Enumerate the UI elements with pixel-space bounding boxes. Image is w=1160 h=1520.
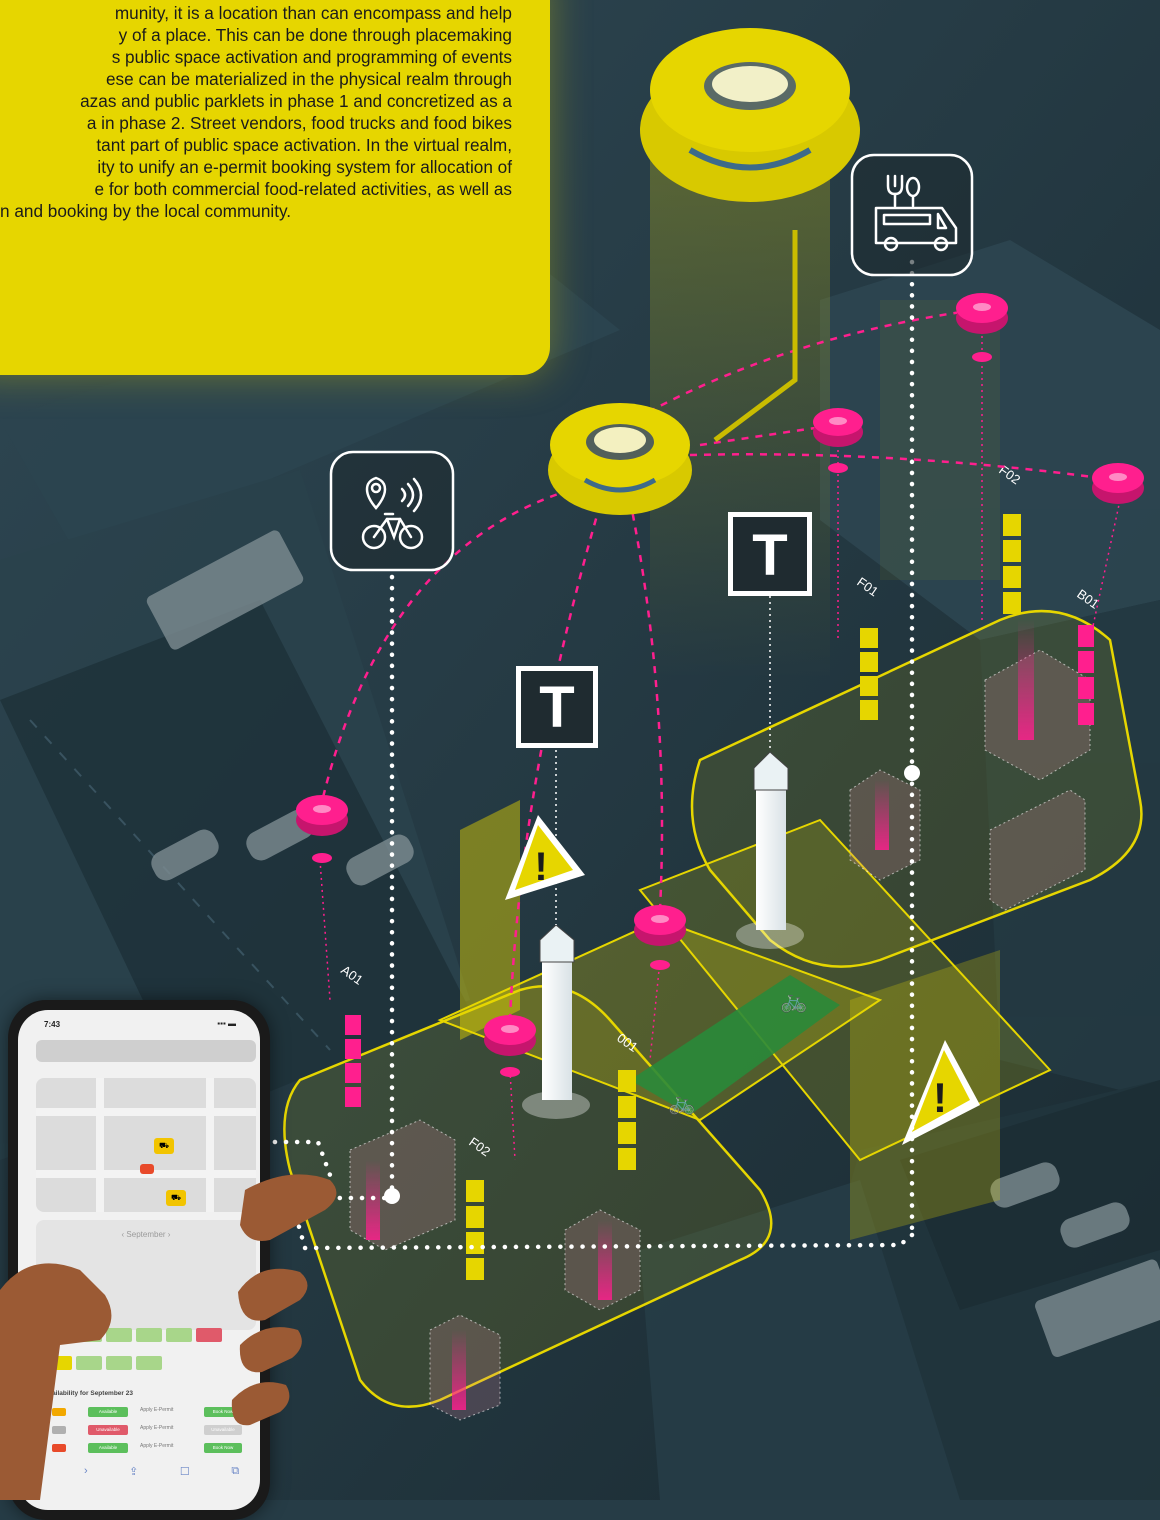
hub-connector [713,230,798,442]
intro-line: tant part of public space activation. In… [96,135,512,155]
calendar-day[interactable] [136,1356,162,1370]
calendar-day[interactable] [76,1356,102,1370]
intro-line: n and booking by the local community. [0,201,292,221]
food-truck-pin-icon[interactable]: ⛟ [154,1138,174,1154]
calendar-day[interactable] [196,1328,222,1342]
intro-line: azas and public parklets in phase 1 and … [80,91,512,111]
warning-sign: ! [902,1040,980,1145]
calendar-day[interactable] [106,1328,132,1342]
vendor-pin-icon[interactable] [140,1164,154,1174]
food-truck-icon [874,174,958,252]
bike-lane: 🚲 🚲 [630,975,840,1115]
sensor-drop-lines [319,330,1121,1161]
book-now-button[interactable]: Book Now [204,1443,242,1453]
availability-status: Unavailable [88,1425,128,1435]
sensor-network-links [318,308,1116,1021]
warning-triangle-icon: ! [933,1074,947,1121]
transit-sign: T [516,666,598,748]
intro-paragraph: munity, it is a location than can encomp… [0,2,512,222]
vendor-type-icon [52,1408,66,1416]
data-node [904,765,920,781]
availability-status: Available [88,1407,128,1417]
city-blocks [0,240,1160,1500]
availability-heading: Availability for September 23 [44,1390,133,1397]
intro-line: s public space activation and programmin… [111,47,512,67]
bookmarks-icon[interactable]: ☐ [179,1466,190,1478]
sensor-nodes [296,293,1144,1077]
status-time: 7:43 [44,1020,61,1029]
intro-text-box: munity, it is a location than can encomp… [0,0,550,375]
central-hub [548,403,692,515]
intro-line: y of a place. This can be done through p… [118,25,512,45]
book-now-button[interactable]: Unavailable [204,1425,242,1435]
bike-share-icon-card [329,450,455,572]
calendar-day[interactable] [106,1356,132,1370]
apply-permit-link[interactable]: Apply E-Permit [140,1407,174,1413]
intro-line: munity, it is a location than can encomp… [114,3,512,23]
warning-triangle-icon: ! [534,845,547,889]
hand-illustration [0,1174,337,1500]
transit-sign-icon: T [752,523,787,588]
tabs-icon[interactable]: ⧉ [231,1465,240,1477]
wayfinding-pillars [522,596,804,1119]
intro-line: ity to unify an e-permit booking system … [97,157,512,177]
booking-map[interactable]: ⛟ ⛟ [36,1078,256,1212]
intro-line: a in phase 2. Street vendors, food truck… [86,113,512,133]
address-bar[interactable] [36,1040,256,1062]
forward-icon[interactable]: › [83,1465,88,1477]
availability-row: Available Apply E-Permit Book Now [44,1442,254,1454]
intro-line: e for both commercial food-related activ… [94,179,512,199]
food-truck-icon-card [850,153,974,277]
central-hub-top [640,28,860,202]
bike-share-location-wifi-icon [361,476,424,550]
availability-status: Available [88,1443,128,1453]
data-node [384,1188,400,1204]
calendar-day[interactable] [136,1328,162,1342]
transit-sign-icon: T [539,675,574,740]
share-icon[interactable]: ⇪ [129,1466,139,1478]
food-bike-pin-icon[interactable]: ⛟ [166,1190,186,1206]
zone-bars [345,514,1094,1280]
apply-permit-link[interactable]: Apply E-Permit [140,1443,174,1449]
vendor-type-icon [52,1426,66,1434]
availability-row: Unavailable Apply E-Permit Unavailable [44,1424,254,1436]
bicycle-icon: 🚲 [668,1090,695,1115]
book-now-button[interactable]: Book Now [204,1407,242,1417]
calendar-day[interactable] [166,1328,192,1342]
warning-sign: ! [505,815,585,900]
transit-sign: T [728,512,812,596]
availability-row: Available Apply E-Permit Book Now [44,1406,254,1418]
calendar-month[interactable]: ‹ September › [121,1230,171,1239]
bicycle-icon: 🚲 [780,988,807,1013]
signal-battery-icon: ▪▪▪ ▬ [217,1019,236,1028]
intro-line: ese can be materialized in the physical … [105,69,512,89]
vehicles [146,530,1160,1358]
apply-permit-link[interactable]: Apply E-Permit [140,1425,174,1431]
vendor-type-icon [52,1444,66,1452]
